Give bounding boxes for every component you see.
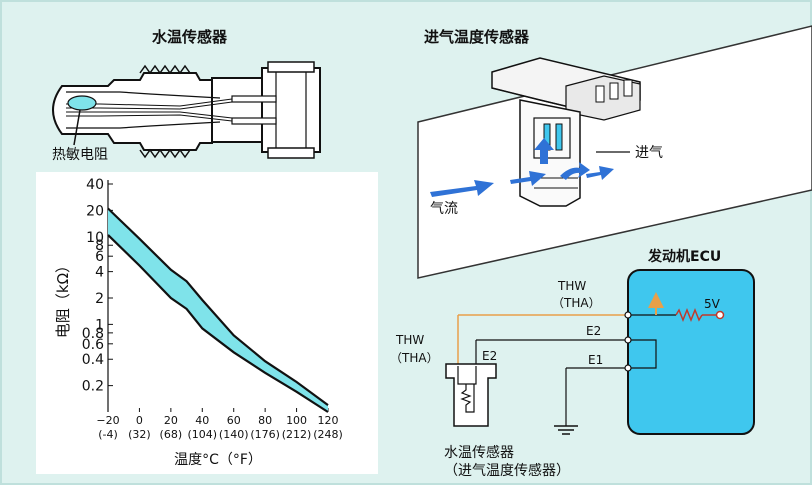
airflow-arrow-1 <box>430 180 494 197</box>
resistance-band-area <box>108 208 328 412</box>
y-tick-label: 6 <box>95 249 104 265</box>
y-tick-label: 1 <box>95 317 104 333</box>
y-tick-label: 0.6 <box>82 337 104 353</box>
y-axis-title: 电阻（kΩ） <box>54 258 72 338</box>
y-tick-label: 0.4 <box>82 352 104 368</box>
y-tick-label: 0.2 <box>82 379 104 395</box>
sensor-body <box>445 363 497 427</box>
intake-sensor-illustration <box>417 25 812 279</box>
supply-terminal <box>715 310 725 320</box>
airflow-arrow-4 <box>534 138 554 164</box>
water-sensor-illustration <box>52 61 321 159</box>
airflow-arrow-2 <box>510 171 546 186</box>
ecu-title: 发动机ECU <box>648 249 722 265</box>
x-tick-label: 60 <box>227 414 241 427</box>
resistance-temperature-chart: 402010864210.80.60.40.2−20(-4)0(32)20(68… <box>54 177 343 468</box>
thermistor-element <box>67 95 97 111</box>
y-tick-label: 4 <box>95 265 104 281</box>
ecu-thw-label: THW <box>558 279 587 293</box>
thermistor-leader-line <box>73 109 81 146</box>
x-tick-label: 20 <box>164 414 178 427</box>
intake-label: 进气 <box>635 145 663 161</box>
sensor-e2-label: E2 <box>482 349 498 363</box>
airflow-arrow-3 <box>586 166 614 180</box>
water-sensor-title: 水温传感器 <box>152 28 228 46</box>
airflow-arrow-5 <box>560 162 590 180</box>
y-tick-label: 8 <box>95 238 104 254</box>
ecu-e2-label: E2 <box>586 324 602 338</box>
y-tick-label: 2 <box>95 291 104 307</box>
upper-limit-line <box>107 207 329 406</box>
x-tick-label: 0 <box>136 414 143 427</box>
x-tick-label: −20 <box>96 414 119 427</box>
y-tick-label: 0.8 <box>82 326 104 342</box>
x-tick-label: 40 <box>195 414 209 427</box>
x-tick-label-fahrenheit: (68) <box>160 428 183 441</box>
ecu-e1-label: E1 <box>588 353 604 367</box>
y-tick-label: 20 <box>86 203 104 219</box>
y-tick-label: 40 <box>86 177 104 193</box>
lower-limit-line <box>107 234 329 413</box>
intake-sensor-title: 进气温度传感器 <box>424 28 530 46</box>
ecu-tha-label: （THA） <box>552 296 601 310</box>
sensor-name-alt-label: （进气温度传感器） <box>444 463 570 479</box>
x-tick-label: 100 <box>286 414 307 427</box>
x-tick-label: 120 <box>318 414 339 427</box>
x-tick-label-fahrenheit: (104) <box>187 428 217 441</box>
x-tick-label-fahrenheit: (140) <box>219 428 249 441</box>
sensor-name-label: 水温传感器 <box>444 445 514 461</box>
x-tick-label-fahrenheit: (176) <box>250 428 280 441</box>
pullup-resistor-icon <box>675 307 703 323</box>
supply-voltage-label: 5V <box>704 297 720 311</box>
x-tick-label-fahrenheit: (-4) <box>98 428 118 441</box>
ground-symbol-icon <box>554 425 578 435</box>
ecu-circuit <box>445 269 755 435</box>
sensor-thermistor-icon <box>460 384 475 413</box>
thermistor-label: 热敏电阻 <box>52 147 108 163</box>
x-tick-label-fahrenheit: (32) <box>128 428 151 441</box>
sensor-tha-label: （THA） <box>390 351 439 365</box>
x-tick-label: 80 <box>258 414 272 427</box>
x-tick-label-fahrenheit: (248) <box>313 428 343 441</box>
y-tick-label: 10 <box>86 230 104 246</box>
x-axis-title: 温度°C（°F） <box>174 452 262 468</box>
ecu-box <box>627 269 755 435</box>
airflow-label: 气流 <box>430 201 458 217</box>
x-tick-label-fahrenheit: (212) <box>282 428 312 441</box>
sensor-thw-label: THW <box>396 333 425 347</box>
